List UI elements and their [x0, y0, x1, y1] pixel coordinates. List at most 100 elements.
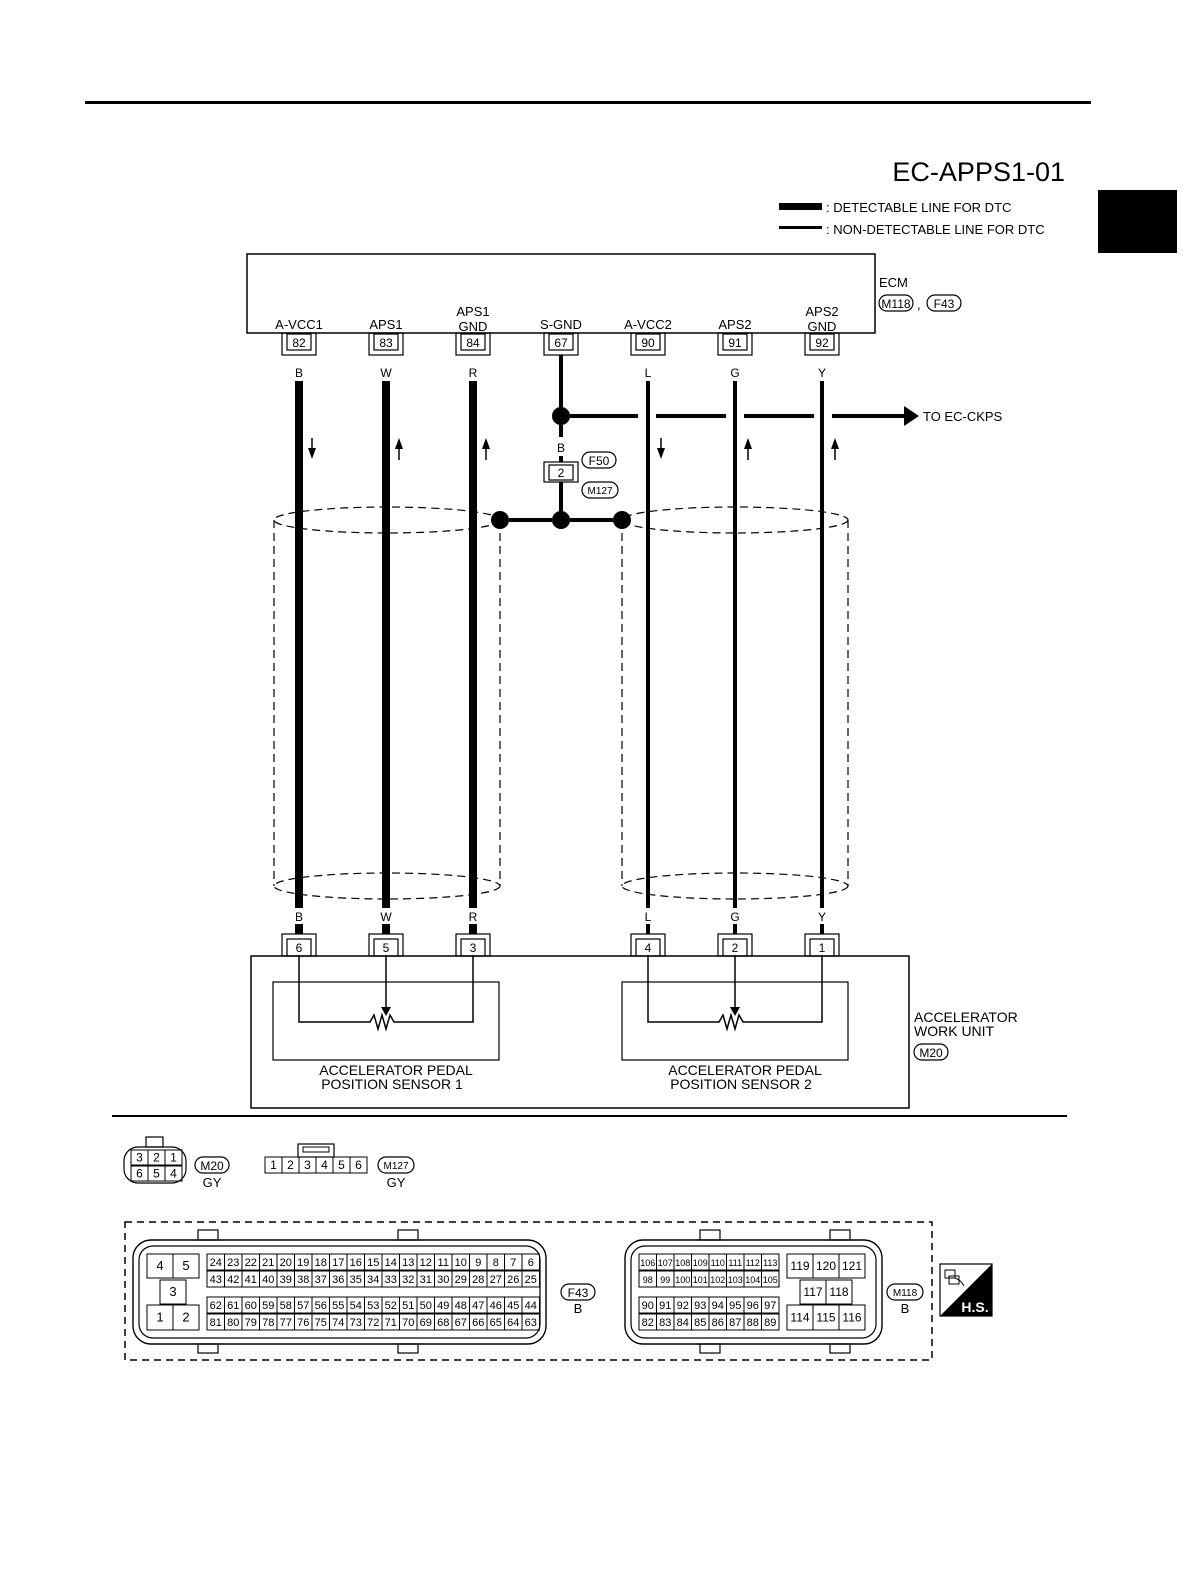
ecm-terminal-name: APS2	[718, 317, 751, 332]
f43-pin: 9	[475, 1257, 481, 1269]
f43-pin: 49	[437, 1300, 449, 1312]
page-tab	[1098, 190, 1177, 253]
m118-pin-box	[838, 1304, 866, 1331]
m118-pin: 120	[816, 1259, 836, 1273]
f43-pin: 43	[210, 1274, 222, 1286]
m118-pin: 98	[643, 1275, 653, 1285]
m118-pin: 85	[694, 1317, 706, 1329]
f43-pin: 78	[262, 1317, 274, 1329]
m118-pin: 92	[677, 1300, 689, 1312]
sensor-2-circuit	[647, 955, 823, 1032]
sensor-2-wiper-arrow-icon	[730, 1007, 740, 1016]
f43-pin: 26	[507, 1274, 519, 1286]
sensor-connector-pin: 3	[470, 941, 477, 955]
m118-pin-box	[761, 1253, 780, 1271]
f43-pin: 74	[332, 1317, 344, 1329]
work-unit-connector: M20	[919, 1046, 943, 1060]
m20-pin: 1	[170, 1151, 177, 1165]
harness-icon	[944, 1269, 965, 1287]
signal-arrow-head-icon	[395, 438, 403, 449]
m118-pin: 103	[728, 1275, 743, 1285]
f43-tab-tr	[397, 1229, 419, 1241]
m118-tab-tl	[699, 1229, 721, 1241]
f43-pin: 25	[525, 1274, 537, 1286]
sensor-connector-pin: 4	[645, 941, 652, 955]
f43-pin: 20	[280, 1257, 292, 1269]
work-unit-label-2: WORK UNIT	[914, 1023, 995, 1039]
m127-pin: 6	[355, 1158, 362, 1172]
m20-pin: 5	[153, 1167, 160, 1181]
sensor-1-label-1: ACCELERATOR PEDAL	[319, 1062, 473, 1078]
ecm-terminal-housing	[717, 332, 753, 356]
ecm-connector-b: F43	[934, 297, 955, 311]
wire-4	[733, 381, 737, 908]
ecm-terminal-pin: 90	[641, 336, 655, 350]
ecm-terminal-pin: 84	[466, 336, 480, 350]
sensor-2-label-2: POSITION SENSOR 2	[670, 1076, 812, 1092]
f43-pin-box	[521, 1270, 540, 1288]
f43-pin: 65	[490, 1317, 502, 1329]
f43-pin: 46	[490, 1300, 502, 1312]
wire-0	[295, 381, 303, 908]
sensor-connector-pin: 5	[383, 941, 390, 955]
m20-pin: 2	[153, 1151, 160, 1165]
f43-pin: 32	[402, 1274, 414, 1286]
f43-pin: 70	[402, 1317, 414, 1329]
signal-arrow-head-icon	[831, 438, 839, 449]
signal-arrow-head-icon	[308, 448, 316, 459]
ecm-terminal-pin: 82	[292, 336, 306, 350]
f43-pin-box	[159, 1279, 187, 1305]
f43-pin: 55	[332, 1300, 344, 1312]
f43-pin: 33	[385, 1274, 397, 1286]
f43-pin: 66	[472, 1317, 484, 1329]
f43-pin: 39	[280, 1274, 292, 1286]
ecm-terminal-name: APS2	[805, 304, 838, 319]
m20-pin: 6	[136, 1167, 143, 1181]
m118-pin: 111	[728, 1258, 742, 1268]
work-unit-connector-badge	[913, 1043, 949, 1061]
f43-pin: 52	[385, 1300, 397, 1312]
m118-tab-br	[829, 1343, 851, 1354]
m127-badge	[377, 1156, 415, 1174]
f43-pin: 71	[385, 1317, 397, 1329]
m118-pin: 106	[640, 1258, 655, 1268]
f43-pin: 81	[210, 1317, 222, 1329]
m118-pin: 90	[642, 1300, 654, 1312]
ecm-wire-color: L	[645, 366, 652, 380]
ground-connector-a-badge	[581, 451, 617, 469]
ckps-line-2	[656, 414, 726, 418]
ckps-line-3	[744, 414, 814, 418]
f43-pin: 54	[350, 1300, 362, 1312]
m118-pin: 101	[693, 1275, 708, 1285]
m127-pin: 5	[338, 1158, 345, 1172]
ecm-terminal-pin: 67	[554, 336, 568, 350]
m118-pin-box	[761, 1313, 780, 1331]
f43-pin: 50	[420, 1300, 432, 1312]
wire-stub-3	[646, 924, 650, 934]
hs-badge-text: H.S.	[961, 1299, 988, 1315]
f43-pin: 10	[455, 1257, 467, 1269]
m127-color: GY	[387, 1175, 406, 1190]
section-divider	[112, 1115, 1067, 1117]
ground-wire-color: B	[557, 441, 565, 455]
ecm-terminal-housing	[368, 332, 404, 356]
f43-pin: 61	[227, 1300, 239, 1312]
f43-pin: 8	[493, 1257, 499, 1269]
shield-bridge-right	[570, 518, 613, 522]
m118-pin: 97	[764, 1300, 776, 1312]
ground-connector-b: M127	[587, 486, 612, 497]
ecm-terminal-housing	[630, 332, 666, 356]
work-unit-box	[250, 955, 910, 1109]
ecm-terminal-pin-box	[809, 333, 835, 351]
f43-tab-tl	[197, 1229, 219, 1241]
m118-pin: 94	[712, 1300, 724, 1312]
f43-pin: 41	[245, 1274, 257, 1286]
splice-upper	[552, 407, 570, 425]
m118-badge	[886, 1283, 924, 1301]
m118-tab-tr	[829, 1229, 851, 1241]
f43-pin: 21	[262, 1257, 274, 1269]
wire-stub-4	[733, 924, 737, 934]
